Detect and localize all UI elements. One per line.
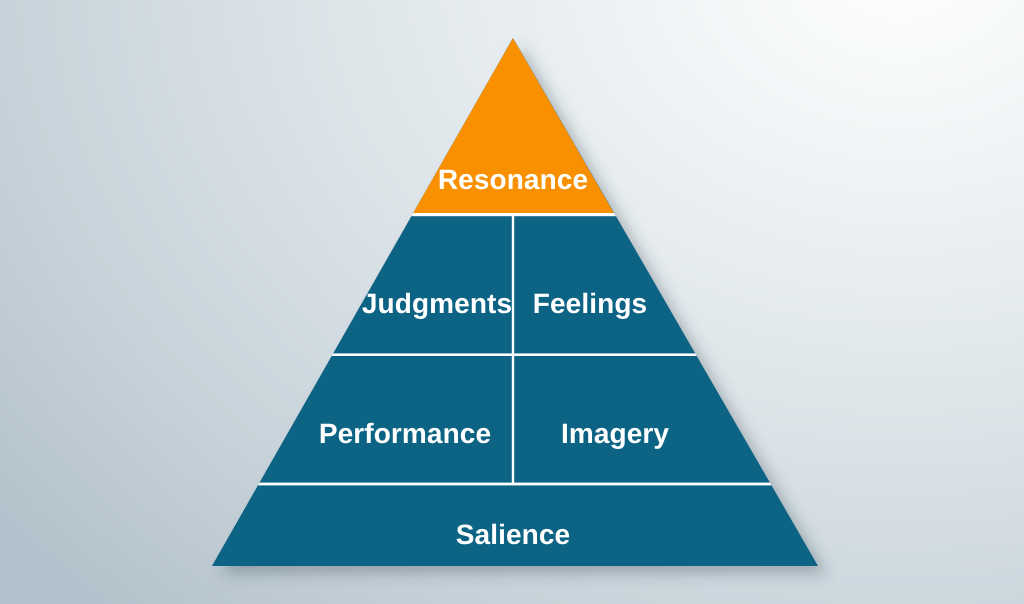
divider-resonance-bottom xyxy=(212,213,818,217)
divider-vertical-center xyxy=(511,215,515,484)
divider-judgments-bottom xyxy=(212,353,818,356)
divider-performance-bottom xyxy=(212,482,818,486)
level-resonance-shape[interactable] xyxy=(411,38,615,215)
pyramid-body xyxy=(212,38,818,566)
